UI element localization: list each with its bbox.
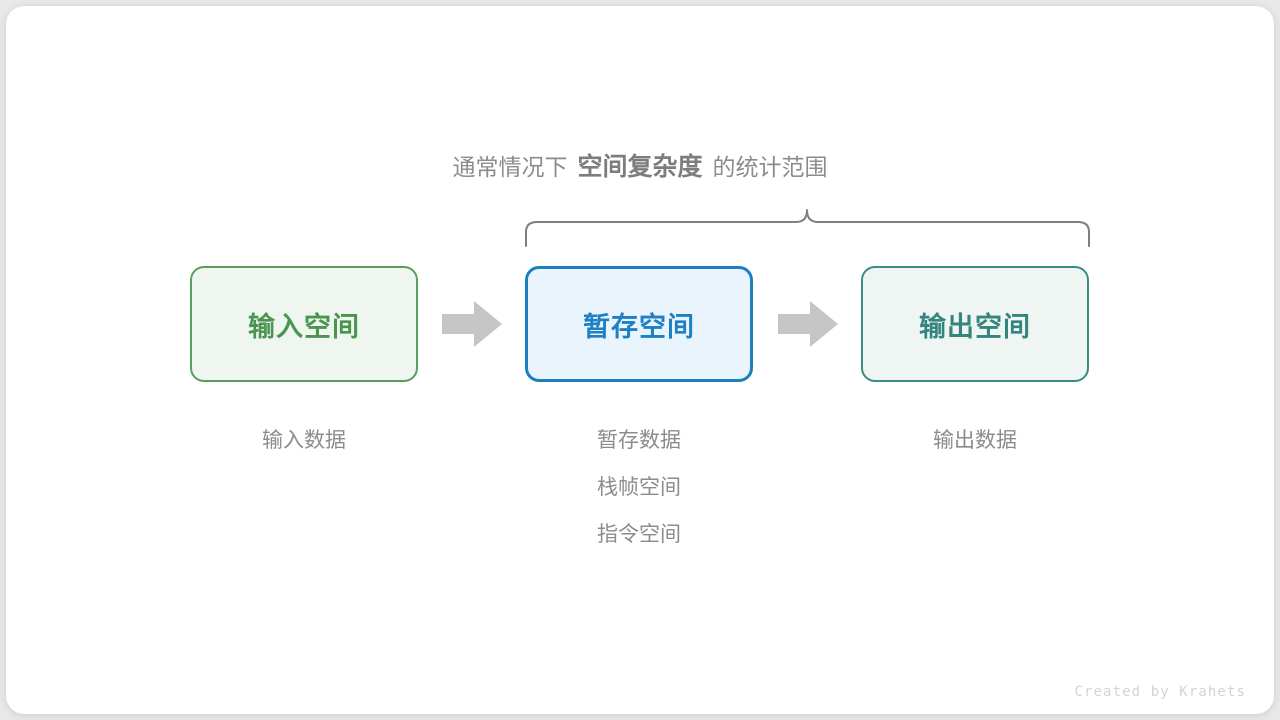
box-input-space-label: 输入空间: [248, 311, 360, 342]
sub-labels-input: 输入数据: [190, 417, 418, 464]
sub-label-item: 输入数据: [262, 429, 346, 452]
slide-card: 通常情况下空间复杂度的统计范围 输入空间 暂存空间 输出空间 输入数据: [6, 6, 1274, 714]
diagram-stage: 通常情况下空间复杂度的统计范围 输入空间 暂存空间 输出空间 输入数据: [6, 6, 1274, 714]
box-input-space[interactable]: 输入空间: [190, 266, 418, 382]
arrow-right-icon: [442, 301, 502, 347]
box-output-space[interactable]: 输出空间: [861, 266, 1089, 382]
author-signature: Created by Krahets: [1074, 684, 1246, 700]
scope-caption-suffix: 的统计范围: [712, 154, 828, 180]
sub-label-item: 栈帧空间: [597, 476, 681, 499]
arrow-right-icon: [778, 301, 838, 347]
box-output-space-label: 输出空间: [919, 311, 1031, 342]
box-temp-space-label: 暂存空间: [583, 311, 695, 342]
sub-label-item: 指令空间: [597, 523, 681, 546]
scope-brace-icon: [525, 209, 1090, 247]
scope-caption-prefix: 通常情况下: [452, 154, 568, 180]
scope-caption: 通常情况下空间复杂度的统计范围: [6, 150, 1274, 184]
box-temp-space[interactable]: 暂存空间: [525, 266, 753, 382]
scope-caption-emphasis: 空间复杂度: [577, 153, 703, 181]
sub-label-item: 暂存数据: [597, 429, 681, 452]
sub-labels-temp: 暂存数据 栈帧空间 指令空间: [525, 417, 753, 558]
sub-labels-output: 输出数据: [861, 417, 1089, 464]
sub-label-item: 输出数据: [933, 429, 1017, 452]
